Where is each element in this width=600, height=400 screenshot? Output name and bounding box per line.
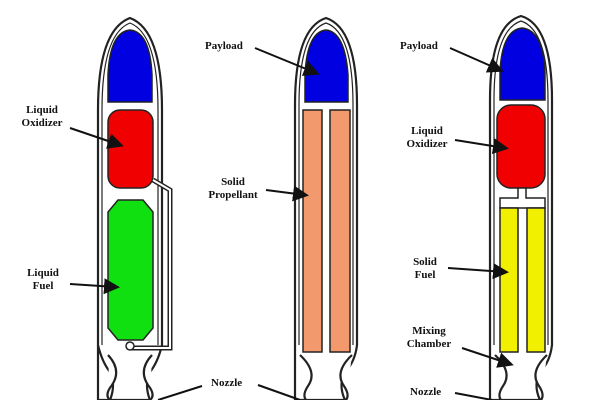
liquid-fuel-tank [107, 199, 154, 341]
arrow-payload-2 [254, 47, 320, 76]
payload-block [107, 29, 153, 103]
label-line: Solid [413, 256, 437, 268]
arrow-nozzle-3 [454, 392, 493, 400]
liquid-oxidizer-tank [496, 104, 546, 189]
payload-block [304, 29, 349, 103]
label-line: Liquid [27, 267, 59, 279]
arrow-solid-fuel [447, 263, 509, 280]
label-liquid-fuel: Liquid Fuel [18, 267, 68, 293]
label-line: Fuel [32, 280, 54, 292]
label-solid-propellant: Solid Propellant [200, 176, 266, 202]
arrow-liquid-oxidizer-3 [454, 138, 509, 155]
liquid-rocket [96, 16, 173, 400]
label-payload-2: Payload [205, 40, 243, 52]
hybrid-rocket [488, 14, 554, 400]
payload-block [499, 27, 546, 101]
label-liquid-oxidizer-1: Liquid Oxidizer [14, 104, 70, 130]
arrow-nozzle-1a [157, 385, 203, 400]
valve [125, 341, 135, 351]
arrow-liquid-fuel [69, 278, 120, 295]
label-nozzle-3: Nozzle [410, 386, 442, 398]
arrow-payload-3 [449, 47, 504, 73]
label-nozzle-1: Nozzle [211, 377, 243, 389]
solid-fuel-right [526, 207, 546, 353]
label-line: Liquid [411, 125, 443, 137]
solid-fuel-left [499, 207, 519, 353]
solid-rocket [293, 16, 359, 400]
liquid-oxidizer-tank [107, 109, 154, 189]
label-mixing-chamber: Mixing Chamber [400, 325, 458, 351]
label-solid-fuel: Solid Fuel [405, 256, 445, 282]
arrow-mixing-chamber [461, 347, 514, 368]
label-line: Mixing [412, 325, 446, 337]
label-line: Chamber [406, 338, 452, 350]
nozzle [299, 354, 353, 400]
arrow-liquid-oxidizer-1 [69, 127, 124, 149]
label-liquid-oxidizer-3: Liquid Oxidizer [399, 125, 455, 151]
label-line: Fuel [414, 269, 436, 281]
nozzle [106, 354, 154, 400]
label-line: Liquid [26, 104, 58, 116]
solid-propellant-left [302, 109, 323, 353]
label-line: Oxidizer [21, 117, 63, 129]
label-payload-3: Payload [400, 40, 438, 52]
arrow-solid-propellant [265, 185, 309, 202]
solid-propellant-right [329, 109, 351, 353]
label-line: Propellant [208, 189, 258, 201]
label-line: Solid [221, 176, 245, 188]
label-line: Oxidizer [406, 138, 448, 150]
arrow-nozzle-1b [257, 384, 301, 400]
